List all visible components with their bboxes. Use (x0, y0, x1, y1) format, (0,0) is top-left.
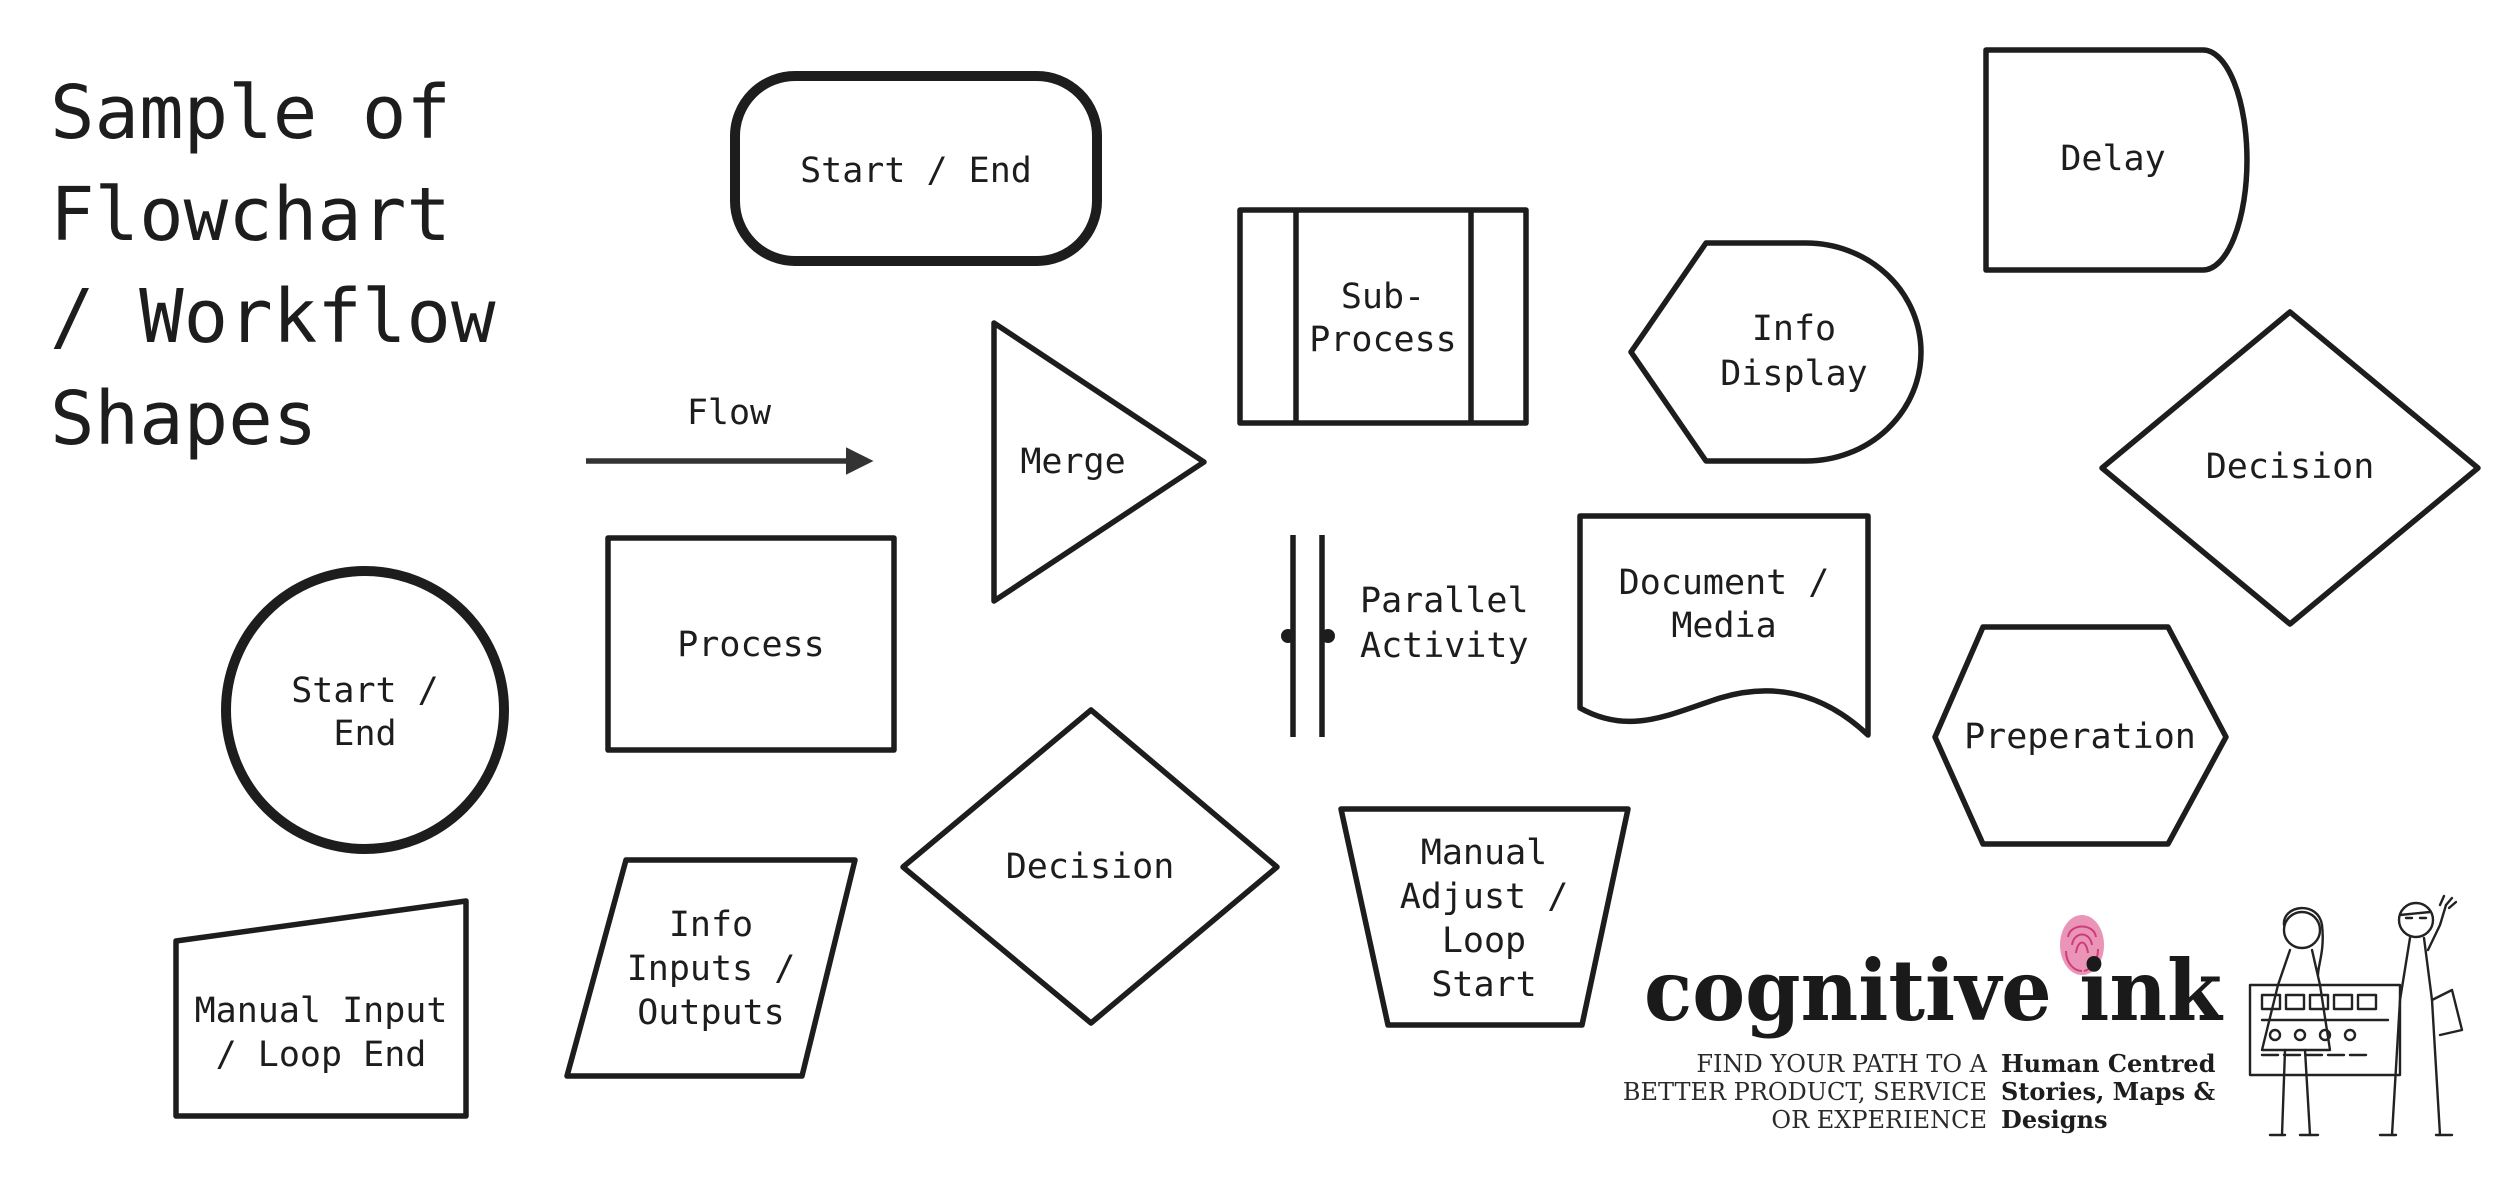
manual-adjust-label-line-3: Loop (1442, 921, 1526, 961)
fingerprint-icon (2060, 915, 2104, 975)
decision-label-bottom: Decision (1006, 847, 1175, 887)
sub-process-shape: Sub- Process (1237, 207, 1529, 426)
document-media-label-line-2: Media (1671, 606, 1776, 646)
start-end-label: Start / End (800, 151, 1032, 191)
tagline-left-line-1: FIND YOUR PATH TO A (1696, 1050, 1987, 1078)
document-media-shape: Document / Media (1577, 513, 1871, 738)
manual-adjust-loop-start-shape: Manual Adjust / Loop Start (1338, 806, 1631, 1028)
parallel-activity-label-line-1: Parallel (1360, 581, 1529, 621)
tagline-right-line-2: Stories, Maps & (2001, 1077, 2215, 1106)
info-display-label-line-1: Info (1752, 309, 1836, 349)
tagline-left-line-2: BETTER PRODUCT, SERVICE (1623, 1078, 1987, 1106)
preparation-shape: Preperation (1932, 624, 2229, 847)
info-display-shape: Info Display (1628, 240, 1924, 464)
merge-shape: Merge (991, 320, 1207, 604)
brand-name: cognitive ink (1644, 941, 2224, 1040)
decision-shape-bottom: Decision (900, 707, 1280, 1026)
parallel-activity-label-line-2: Activity (1360, 626, 1529, 666)
parallel-activity-shape: Parallel Activity (1281, 535, 1529, 737)
process-shape: Process (605, 535, 897, 753)
delay-shape: Delay (1983, 47, 2250, 273)
people-sketch-illustration (2248, 894, 2464, 1137)
info-inputs-outputs-shape: Info Inputs / Outputs (564, 857, 858, 1079)
preparation-label: Preperation (1964, 717, 2196, 757)
flow-label: Flow (687, 393, 772, 433)
merge-label: Merge (1020, 442, 1125, 482)
manual-input-label-line-2: / Loop End (216, 1035, 427, 1075)
tagline-right-line-3: Designs (2001, 1105, 2107, 1134)
start-end-circle-shape: Start / End (221, 566, 509, 854)
manual-input-loop-end-shape: Manual Input / Loop End (173, 898, 469, 1119)
document-media-label-line-1: Document / (1619, 563, 1830, 603)
sub-process-label-line-1: Sub- (1341, 277, 1425, 317)
manual-input-label-line-1: Manual Input (195, 991, 448, 1031)
tagline-right-line-1: Human Centred (2001, 1049, 2216, 1078)
page-title: Sample of Flowchart / Workflow Shapes (50, 70, 496, 462)
start-end-circle-label-line-2: End (333, 714, 396, 754)
flow-arrow-shape: Flow (586, 393, 874, 475)
info-io-label-line-1: Info (669, 905, 753, 945)
sub-process-label-line-2: Process (1309, 320, 1457, 360)
tagline-left-line-3: OR EXPERIENCE (1771, 1106, 1987, 1134)
start-end-terminator-shape: Start / End (730, 71, 1102, 266)
decision-shape-right: Decision (2099, 309, 2481, 627)
decision-label-right: Decision (2206, 447, 2375, 487)
manual-adjust-label-line-1: Manual (1421, 833, 1547, 873)
manual-adjust-label-line-4: Start (1431, 965, 1536, 1005)
process-label: Process (677, 625, 825, 665)
info-display-label-line-2: Display (1720, 354, 1868, 394)
manual-adjust-label-line-2: Adjust / (1400, 877, 1569, 917)
delay-label: Delay (2060, 139, 2165, 179)
brand-logo: cognitive ink FIND YOUR PATH TO A BETTER… (1623, 915, 2224, 1134)
info-io-label-line-2: Inputs / (627, 949, 796, 989)
info-io-label-line-3: Outputs (637, 993, 785, 1033)
start-end-circle-label-line-1: Start / (291, 671, 439, 711)
board-doodles (2260, 993, 2390, 1057)
